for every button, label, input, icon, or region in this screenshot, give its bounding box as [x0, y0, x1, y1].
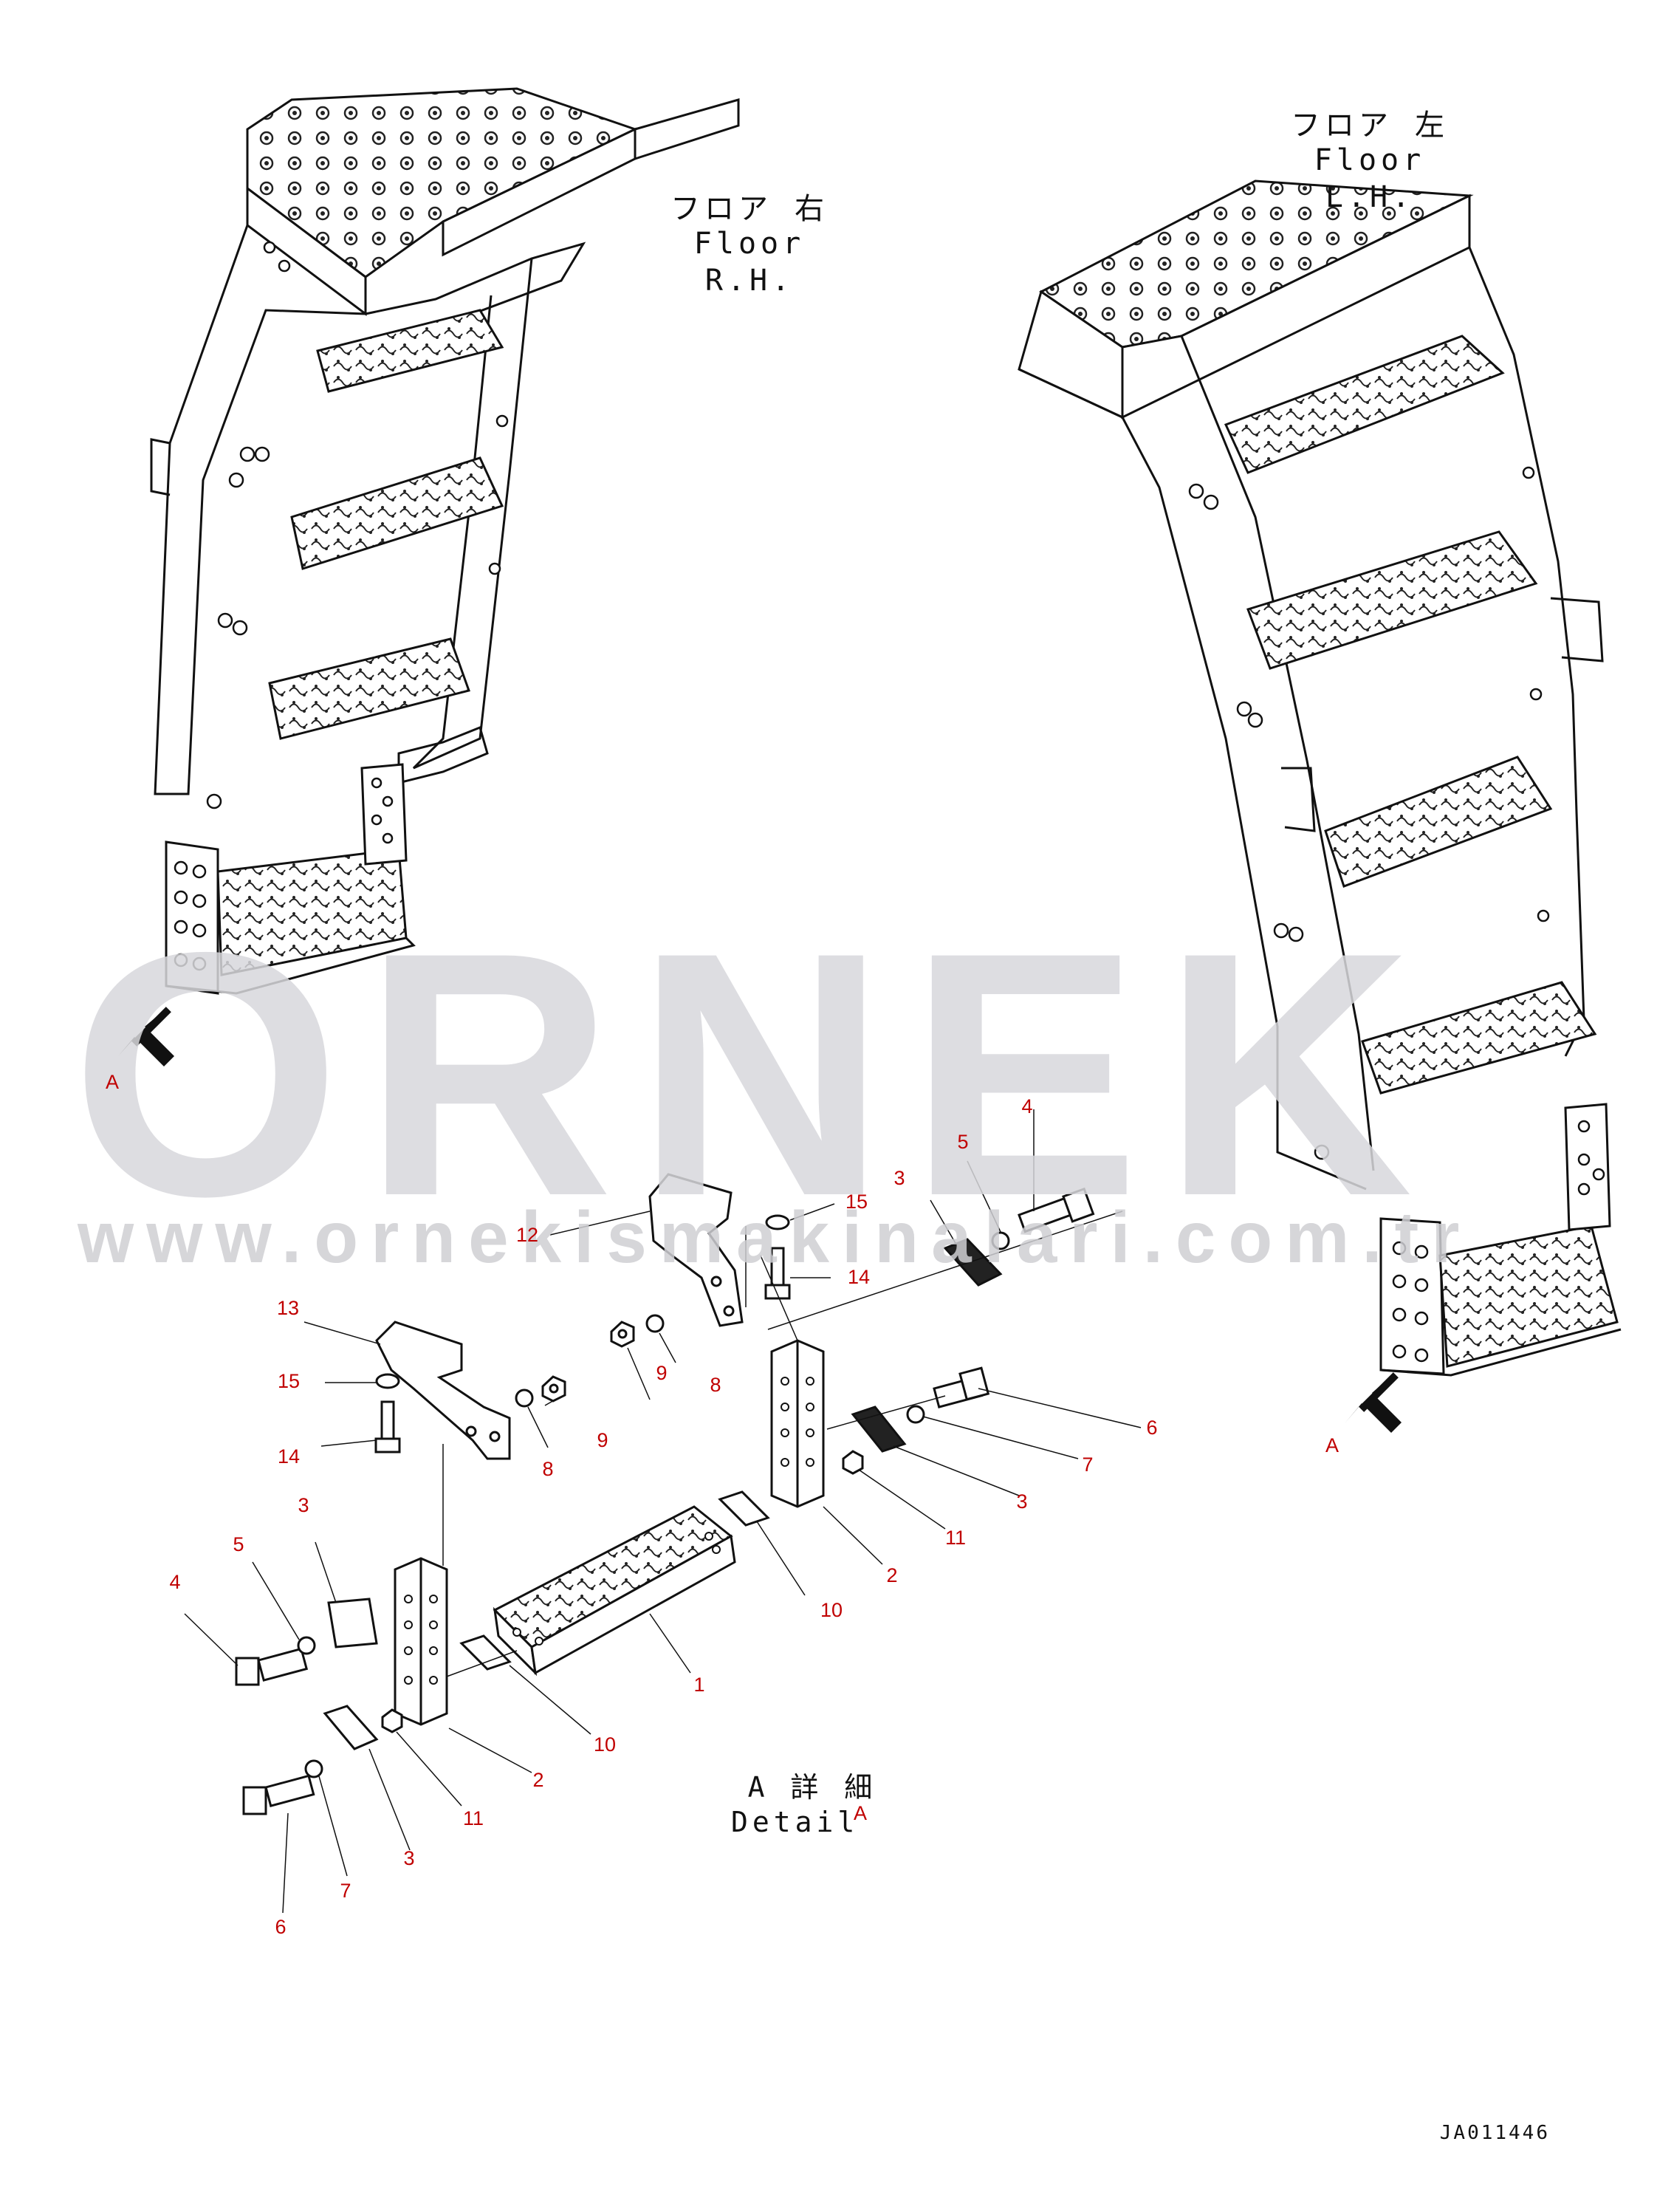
callout-2: 2	[886, 1564, 898, 1586]
view-arrow-right	[1345, 1372, 1402, 1433]
callout-3: 3	[893, 1167, 905, 1189]
view-arrow-left	[118, 1007, 174, 1066]
callout-9: 9	[656, 1362, 668, 1384]
callout-1: 1	[693, 1674, 705, 1696]
callout-3: 3	[298, 1494, 309, 1516]
callout-3: 3	[403, 1847, 415, 1869]
tread-rh-1	[316, 309, 504, 393]
part-11-nut-upper	[842, 1450, 864, 1475]
callout-10: 10	[593, 1733, 617, 1756]
part-15-washer-lower	[375, 1373, 400, 1389]
tread-lh-1	[1224, 335, 1505, 474]
part-10-shim-lower	[459, 1634, 512, 1671]
callout-11: 11	[462, 1807, 484, 1829]
watermark-url: www.ornekismakinalari.com.tr	[78, 1196, 1472, 1278]
part-7-washer-upper	[906, 1405, 925, 1424]
callout-4: 4	[169, 1571, 181, 1593]
rail-lh-left	[1121, 417, 1367, 1191]
part-15-washer-upper	[765, 1214, 790, 1230]
callout-3: 3	[1016, 1490, 1028, 1513]
part-10-shim-upper	[718, 1490, 770, 1527]
floor-rh-label-jp: フロア 右	[670, 192, 829, 226]
part-13-bracket	[375, 1321, 511, 1460]
ladder-rh	[150, 87, 740, 995]
ladder-lh	[1018, 179, 1622, 1377]
tread-rh-2	[290, 456, 504, 570]
callout-4: 4	[1021, 1095, 1033, 1117]
tread-rh-3	[268, 637, 470, 740]
lower-step-rh	[165, 763, 416, 995]
part-8-washer-upper	[645, 1314, 665, 1333]
lower-step-lh	[1379, 1103, 1622, 1377]
callout-15: 15	[277, 1370, 301, 1392]
callout-15: 15	[845, 1191, 868, 1213]
part-7-washer-lower	[304, 1759, 323, 1778]
part-9-nut-upper	[610, 1321, 635, 1348]
part-14-bolt-lower	[374, 1400, 401, 1453]
part-3-plate-d	[323, 1705, 379, 1750]
callout-14: 14	[847, 1266, 871, 1288]
part-3-plate-c	[327, 1598, 378, 1648]
callout-12: 12	[515, 1224, 539, 1246]
part-9-nut-lower	[541, 1375, 566, 1403]
callout-8: 8	[542, 1458, 554, 1480]
callout-5: 5	[233, 1533, 244, 1555]
exploded-detail-a	[184, 1109, 1142, 1914]
part-4-bolt-upper	[1018, 1187, 1095, 1233]
detail-label-jp: A 詳 細	[747, 1771, 877, 1804]
part-6-bolt-upper	[933, 1366, 990, 1408]
floor-rh-label-en: Floor R.H.	[693, 227, 806, 298]
part-4-bolt-lower	[235, 1647, 309, 1686]
callout-5: 5	[957, 1131, 969, 1153]
part-3-plate-a	[943, 1238, 1003, 1287]
part-3-plate-b	[851, 1405, 907, 1453]
callout-9: 9	[597, 1429, 608, 1451]
drawing-code: JA011446	[1439, 2122, 1550, 2144]
part-6-bolt-lower	[242, 1774, 315, 1815]
callout-8: 8	[710, 1374, 721, 1396]
callout-11: 11	[944, 1527, 967, 1549]
tread-lh-4	[1361, 981, 1597, 1095]
callout-7: 7	[1082, 1453, 1094, 1476]
part-5-washer-upper	[991, 1231, 1010, 1250]
callout-6: 6	[275, 1916, 287, 1938]
detail-letter-a: A	[853, 1802, 868, 1824]
part-14-bolt-upper	[764, 1247, 791, 1300]
callout-14: 14	[277, 1445, 301, 1468]
floor-lh-label-en: Floor L.H.	[1314, 143, 1426, 214]
callout-6: 6	[1146, 1417, 1158, 1439]
floor-lh-label-jp: フロア 左	[1290, 109, 1450, 143]
part-1-step	[493, 1505, 736, 1677]
part-12-bracket	[648, 1173, 744, 1327]
view-marker-right-label: A	[1325, 1434, 1339, 1456]
part-11-nut-lower	[381, 1708, 403, 1733]
view-marker-left-label: A	[105, 1071, 120, 1093]
callout-7: 7	[340, 1880, 351, 1902]
part-5-washer-lower	[297, 1636, 316, 1655]
watermark-brand: ORNEK	[71, 880, 1435, 1268]
tread-lh-2	[1246, 530, 1538, 670]
tread-lh-3	[1324, 756, 1553, 888]
part-8-washer-lower	[515, 1389, 534, 1408]
detail-label-en: Detail	[731, 1806, 860, 1838]
callout-2: 2	[532, 1769, 544, 1791]
part-2-plate-upper	[770, 1339, 825, 1508]
part-2-plate-lower	[394, 1557, 448, 1726]
callout-13: 13	[276, 1297, 300, 1319]
callout-10: 10	[820, 1599, 843, 1621]
